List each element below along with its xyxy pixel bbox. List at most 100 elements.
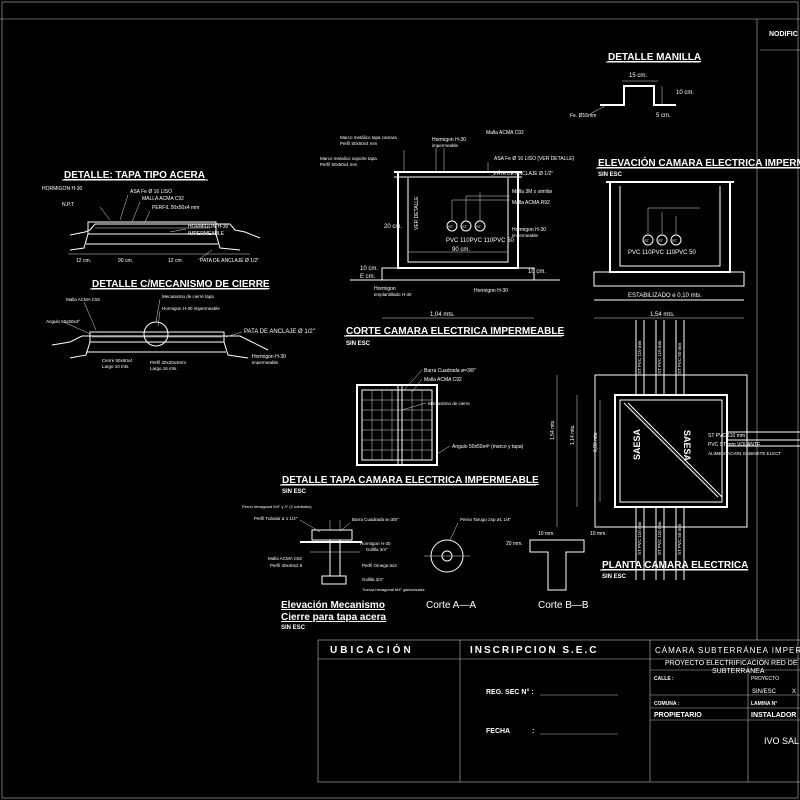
svg-text:Malla 3M o similar: Malla 3M o similar xyxy=(512,189,553,195)
svg-text:5 cm.: 5 cm. xyxy=(656,113,671,119)
svg-text:20 cm.: 20 cm. xyxy=(384,224,402,230)
svg-text:1,04 mts.: 1,04 mts. xyxy=(430,312,455,318)
svg-text:E cm.: E cm. xyxy=(360,274,376,280)
svg-text:Perfil 20x20x3mm: Perfil 20x20x3mm xyxy=(150,360,186,365)
svg-text:1,54 mts.: 1,54 mts. xyxy=(650,312,675,318)
svg-text:Barra Cuadrada ø=3/8": Barra Cuadrada ø=3/8" xyxy=(424,368,476,374)
svg-text:Perno hexagonal M4" y 3" (2 un: Perno hexagonal M4" y 3" (2 unidades) xyxy=(242,504,312,509)
svg-text:ST PVC 110 mm: ST PVC 110 mm xyxy=(637,340,642,374)
svg-text:SIN ESC: SIN ESC xyxy=(602,574,627,580)
svg-text:Golilla 3/4": Golilla 3/4" xyxy=(366,547,388,552)
svg-text:1,14 mts.: 1,14 mts. xyxy=(570,424,576,445)
svg-text:Marco metalico soporte tapa: Marco metalico soporte tapa xyxy=(320,156,377,161)
svg-text:Angulo 50x50x4º: Angulo 50x50x4º xyxy=(46,319,80,324)
plan-chamber xyxy=(614,394,728,508)
svg-text:PERFIL 50x50x4 mm: PERFIL 50x50x4 mm xyxy=(152,205,199,211)
svg-text:Cierre 50x50x4: Cierre 50x50x4 xyxy=(102,358,133,363)
ubicacion-label: UBICACIÓN xyxy=(330,643,414,656)
svg-text:ST: ST xyxy=(672,238,678,243)
detalle-manilla: DETALLE MANILLA 15 cm. 10 cm. 5 cm. Fe. … xyxy=(570,52,701,119)
svg-text:Marco metálico tapa camara: Marco metálico tapa camara xyxy=(340,135,397,140)
svg-text:impermeable: impermeable xyxy=(432,143,459,148)
svg-text:ASA Fe Ø 16 LISO: ASA Fe Ø 16 LISO xyxy=(130,189,172,195)
svg-text:Mecanismo de cierre: Mecanismo de cierre xyxy=(428,401,470,406)
svg-text:90 cm.: 90 cm. xyxy=(452,247,470,253)
svg-text:Perfil Omega 6x2: Perfil Omega 6x2 xyxy=(362,563,397,568)
svg-text:LAMINA N°: LAMINA N° xyxy=(751,701,777,707)
svg-text:Tuerca hexagonal M4" galvaniza: Tuerca hexagonal M4" galvanizada xyxy=(362,587,425,592)
svg-text:N.P.T: N.P.T xyxy=(62,202,74,208)
svg-text:ST: ST xyxy=(462,224,468,229)
svg-text:HORMIGON H-30: HORMIGON H-30 xyxy=(42,186,83,192)
svg-text:ST PVC 110 mm: ST PVC 110 mm xyxy=(708,433,745,439)
svg-text:12 cm.: 12 cm. xyxy=(168,258,183,264)
modification-label: NODIFIC xyxy=(769,31,798,38)
manilla-title: DETALLE MANILLA xyxy=(608,52,701,63)
svg-text:Angulo 50x50x4º (marco y tapa): Angulo 50x50x4º (marco y tapa) xyxy=(452,444,524,450)
detalle-tapa-acera: DETALLE: TAPA TIPO ACERA HORMIGON H-30 N… xyxy=(42,170,261,264)
svg-text:12 cm.: 12 cm. xyxy=(76,258,91,264)
corte-b-shape xyxy=(529,539,585,591)
svg-text:ST PVC 50 mm: ST PVC 50 mm xyxy=(677,343,682,374)
svg-text:Perfil 50x50x4 mm: Perfil 50x50x4 mm xyxy=(340,141,378,146)
svg-text:Barra Cuadrada ø=3/8": Barra Cuadrada ø=3/8" xyxy=(352,517,399,522)
svg-text:ST PVC 50 mm: ST PVC 50 mm xyxy=(677,524,682,555)
svg-text:Malla ACMA C92: Malla ACMA C92 xyxy=(486,130,524,136)
svg-text:MALLA ACMA C92: MALLA ACMA C92 xyxy=(142,196,184,202)
reg-sec-label: REG. SEC N° : xyxy=(486,688,534,696)
svg-text:SIN ESC: SIN ESC xyxy=(598,172,623,178)
svg-text:Hormigon H-30: Hormigon H-30 xyxy=(474,288,508,294)
svg-text:10 mm.: 10 mm. xyxy=(590,531,607,537)
saesa-left: SAESA xyxy=(632,428,642,460)
propietario-label: PROPIETARIO xyxy=(654,712,702,719)
svg-text:15 cm.: 15 cm. xyxy=(629,73,647,79)
svg-text:ST PVC 110 mm: ST PVC 110 mm xyxy=(657,521,662,555)
svg-text::: : xyxy=(532,728,534,735)
detalle-tapa-camara: Barra Cuadrada ø=3/8" Malla ACMA C92 Mec… xyxy=(280,368,539,495)
svg-text:Perfil 50x50x4 mm: Perfil 50x50x4 mm xyxy=(320,162,358,167)
svg-text:emplantillado H-30: emplantillado H-30 xyxy=(374,292,412,297)
instalador-name: IVO SAL xyxy=(764,736,799,746)
svg-text:X: X xyxy=(792,689,796,695)
plan-pipes-bottom xyxy=(635,507,685,580)
svg-text:PATA DE ANCLAJE Ø 1/2": PATA DE ANCLAJE Ø 1/2" xyxy=(200,258,259,264)
svg-text:90 cm.: 90 cm. xyxy=(118,258,133,264)
lid-mesh xyxy=(362,390,432,460)
svg-text:Malla ACMA C92: Malla ACMA C92 xyxy=(268,556,303,561)
lid-frame xyxy=(356,384,438,466)
tapa-acera-title: DETALLE: TAPA TIPO ACERA xyxy=(64,170,205,181)
svg-text:ASA Fe Ø 16 LISO (VER DETALLE): ASA Fe Ø 16 LISO (VER DETALLE) xyxy=(494,156,575,162)
corte-b-label: Corte B—B xyxy=(538,600,589,611)
svg-text:PATA DE ANCLAJE Ø 1/2": PATA DE ANCLAJE Ø 1/2" xyxy=(494,171,553,177)
svg-text:Hormigon H-30: Hormigon H-30 xyxy=(252,354,286,360)
corte-title: CORTE CAMARA ELECTRICA IMPERMEABLE xyxy=(346,326,564,337)
svg-text:Perfil Tubular ø 1 1/2": Perfil Tubular ø 1 1/2" xyxy=(254,516,298,521)
elevation-wall xyxy=(609,182,731,273)
svg-text:ST: ST xyxy=(448,224,454,229)
handle-shape xyxy=(600,85,676,106)
svg-text:ST: ST xyxy=(476,224,482,229)
svg-text:Perno Tarugo zap ø1 1/4": Perno Tarugo zap ø1 1/4" xyxy=(460,517,511,522)
svg-text:Perfil 40x40x2.5: Perfil 40x40x2.5 xyxy=(270,563,303,568)
planta-camara: SAESA SAESA ST PVC 110 mm ST PVC 110 mm … xyxy=(550,320,800,580)
corte-camara: Marco metálico tapa camara Perfil 50x50x… xyxy=(320,130,575,347)
detalle-mecanismo: DETALLE C/MECANISMO DE CIERRE Malla ACMA… xyxy=(46,279,315,371)
svg-text:PATA DE ANCLAJE Ø 1/2": PATA DE ANCLAJE Ø 1/2" xyxy=(244,329,315,335)
svg-text:Mecanismo de cierre tapa: Mecanismo de cierre tapa xyxy=(162,294,214,299)
instalador-label: INSTALADOR xyxy=(751,712,796,719)
svg-text:Golilla 3/4": Golilla 3/4" xyxy=(362,577,384,582)
planta-title: PLANTA CAMARA ELECTRICA xyxy=(602,560,748,571)
svg-text:Fe. Ø16mm: Fe. Ø16mm xyxy=(570,113,596,119)
svg-text:Hormigon H-30: Hormigon H-30 xyxy=(432,137,466,143)
svg-text:Malla ACMA C92: Malla ACMA C92 xyxy=(424,377,462,383)
elevacion-mecanismo: Perno hexagonal M4" y 3" (2 unidades) Pe… xyxy=(242,504,607,631)
saesa-right: SAESA xyxy=(682,430,692,462)
svg-text:COMUNA :: COMUNA : xyxy=(654,701,680,707)
svg-text:ST: ST xyxy=(644,238,650,243)
svg-text:PVC 110PVC 110PVC 50: PVC 110PVC 110PVC 50 xyxy=(628,250,696,256)
plan-pipes-top xyxy=(635,320,685,395)
svg-text:Malla ACMA R92: Malla ACMA R92 xyxy=(512,200,550,206)
corte-a-label: Corte A—A xyxy=(426,600,476,611)
svg-text:Malla ACMA C92: Malla ACMA C92 xyxy=(66,297,101,302)
